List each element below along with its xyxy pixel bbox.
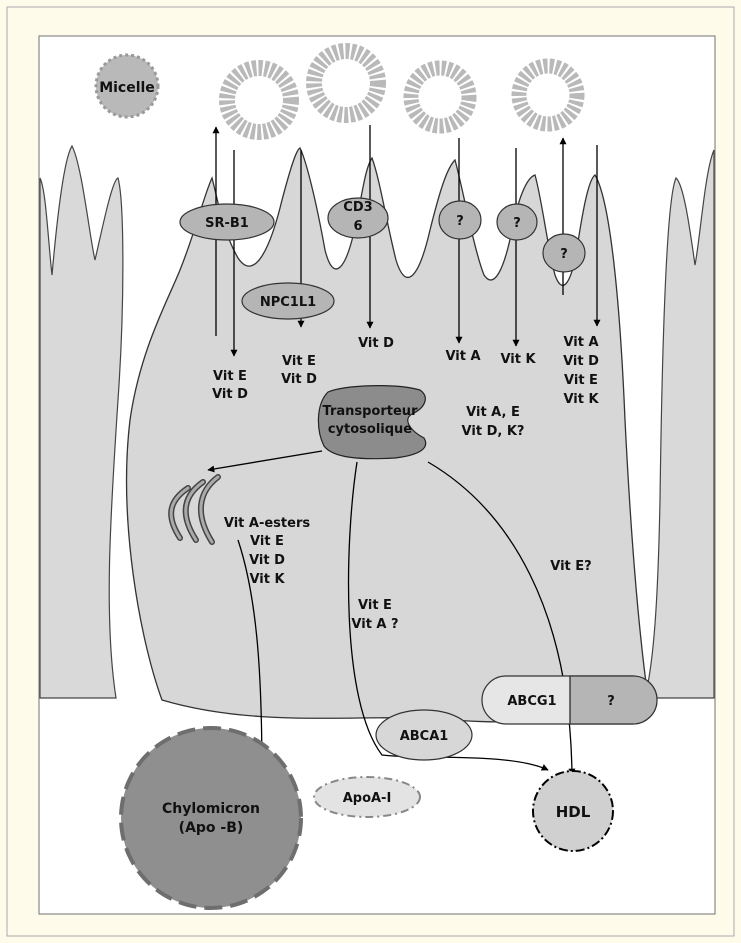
chylomicron-label-line2: (Apo -B) [179, 820, 244, 836]
golgi-cargo-label: Vit K [249, 572, 285, 587]
abcg1-cargo-label: Vit E? [550, 559, 591, 574]
hdl-label: HDL [556, 803, 591, 821]
right-column-vitamin-label: Vit D [563, 354, 599, 369]
hdl [532, 770, 614, 852]
cytosolic-cargo-label: Vit A, E [466, 405, 520, 420]
right-column-vitamin-label: Vit E [564, 373, 598, 388]
abca1-transporter [375, 709, 473, 761]
cytosolic-cargo-label: Vit D, K? [462, 424, 525, 439]
vit-k-label: Vit K [500, 352, 536, 367]
vit-a-transporter-label: ? [456, 214, 464, 229]
abca1-cargo-label: Vit A ? [351, 617, 398, 632]
right-neighbour-cell [644, 149, 715, 699]
micelle [94, 53, 160, 119]
micelle [403, 60, 477, 134]
right-column-vitamin-label: Vit K [563, 392, 599, 407]
golgi-cargo-label: Vit E [250, 534, 284, 549]
cd36-vitamin-label: Vit D [358, 336, 394, 351]
vit-k-transporter [496, 203, 538, 241]
abcg1-partner [569, 675, 658, 725]
left-neighbour-cell [39, 144, 124, 699]
to-abca1-hdl-arrow [347, 461, 549, 771]
vit-k-transporter-label: ? [513, 216, 521, 231]
micelles [94, 43, 585, 140]
efflux-transporter [542, 233, 586, 273]
micelle [306, 43, 386, 123]
golgi-cargo-label: Vit A-esters [224, 516, 310, 531]
npc1l1-vitamin-label: Vit E [282, 354, 316, 369]
npc1l1-vitamin-label: Vit D [281, 372, 317, 387]
chylomicron-label-line1: Chylomicron [162, 801, 260, 817]
chylomicron [119, 726, 303, 910]
micelle [511, 58, 585, 132]
apoa1 [313, 776, 421, 818]
efflux-transporter-label: ? [560, 247, 568, 262]
srb1-transporter [179, 203, 275, 241]
right-column-vitamin-label: Vit A [563, 335, 598, 350]
cytosolic-label-line2: cytosolique [328, 422, 412, 437]
apoa1-label: ApoA-I [343, 791, 392, 806]
cytosolic-transporter [317, 385, 427, 460]
golgi-apparatus [168, 474, 221, 545]
micelle [219, 60, 299, 140]
npc1l1-label: NPC1L1 [260, 295, 316, 310]
vit-a-transporter [438, 200, 482, 240]
srb1-vitamin-label: Vit E [213, 369, 247, 384]
vit-a-label: Vit A [445, 349, 480, 364]
abcg1-partner-label: ? [607, 694, 615, 709]
cd36-label-line1: CD3 [343, 200, 372, 215]
abca1-cargo-label: Vit E [358, 598, 392, 613]
golgi-cargo-label: Vit D [249, 553, 285, 568]
cytosolic-label-line1: Transporteur [323, 404, 419, 419]
to-golgi-arrow [207, 450, 323, 473]
cd36-label-line2: 6 [353, 219, 362, 234]
srb1-label: SR-B1 [205, 216, 249, 231]
micelle-label: Micelle [99, 80, 155, 96]
srb1-vitamin-label: Vit D [212, 387, 248, 402]
abca1-label: ABCA1 [400, 729, 449, 744]
npc1l1-transporter [241, 282, 335, 320]
abcg1-label: ABCG1 [507, 694, 556, 709]
cd36-transporter [327, 197, 389, 239]
